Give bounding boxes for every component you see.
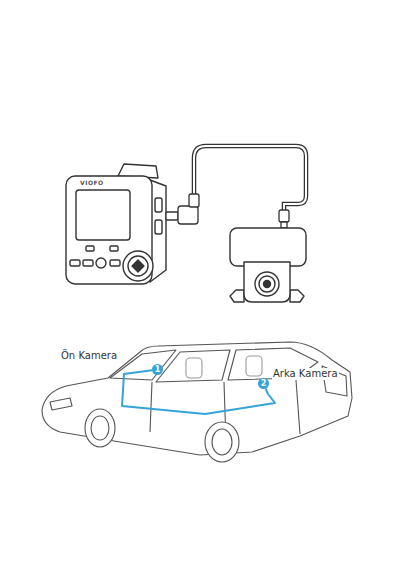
callout-node: 1 Ön Kamera xyxy=(60,350,165,377)
rear-camera xyxy=(230,228,306,302)
camera-mount xyxy=(230,228,306,266)
car-wheel xyxy=(205,422,239,462)
camera-housing xyxy=(244,262,290,302)
car-door-line xyxy=(296,380,300,434)
camera-cap xyxy=(123,251,153,281)
camera-cap-icon xyxy=(132,260,144,272)
camera-tab xyxy=(290,290,304,302)
camera-button xyxy=(96,258,106,268)
camera-lens xyxy=(264,281,271,288)
car-door-line xyxy=(150,382,152,432)
camera-lens xyxy=(255,272,279,296)
car-wheel-rim xyxy=(91,416,109,440)
plug-tip xyxy=(281,222,287,228)
car-wheel xyxy=(85,409,115,447)
callout-node: 2Arka Kamera xyxy=(258,368,341,391)
car-wheel-rim xyxy=(212,429,232,455)
front-camera xyxy=(66,164,166,284)
callout-number: 1 xyxy=(152,364,163,375)
plug-body xyxy=(279,210,289,222)
plug xyxy=(166,194,289,228)
callout-circle: 2 xyxy=(258,378,269,389)
cable-route xyxy=(122,370,275,414)
camera-cap-ring xyxy=(128,256,148,276)
camera-lens xyxy=(259,276,275,292)
brand-label: VIOFO xyxy=(80,179,104,186)
camera-button xyxy=(86,246,94,251)
plug-tip xyxy=(166,212,178,220)
camera-tab xyxy=(230,290,244,302)
plug-body xyxy=(178,206,198,224)
camera-screen xyxy=(76,190,130,240)
callout-number: 2 xyxy=(258,378,269,389)
camera-body xyxy=(66,176,152,284)
cable-outline xyxy=(194,146,306,212)
camera-port xyxy=(155,220,162,234)
car xyxy=(42,342,352,462)
callout-circle: 1 xyxy=(152,364,163,375)
camera-button xyxy=(110,246,118,251)
car-seat xyxy=(186,358,202,378)
car-seat xyxy=(246,356,262,376)
car-body xyxy=(42,342,352,455)
plug-relief xyxy=(189,194,199,207)
car-window xyxy=(156,350,230,382)
camera-button xyxy=(83,260,93,266)
camera-port xyxy=(155,198,162,212)
cable xyxy=(194,146,306,212)
camera-label: Ön Kamera xyxy=(60,350,118,362)
camera-button xyxy=(110,260,120,266)
car-headlight xyxy=(50,398,72,410)
cable-core xyxy=(194,146,306,212)
camera-button xyxy=(70,260,80,266)
camera-label: Arka Kamera xyxy=(272,368,339,380)
